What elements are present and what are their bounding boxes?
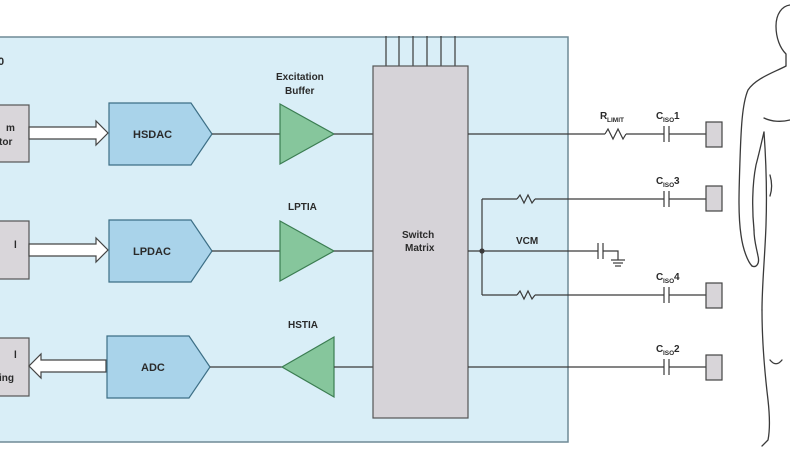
switch-matrix-label-1: Switch — [402, 230, 434, 241]
electrode-1 — [705, 121, 723, 148]
svg-text:C: C — [656, 176, 663, 187]
lptia-label: LPTIA — [288, 202, 317, 213]
hsdac-label: HSDAC — [133, 129, 172, 141]
lptia-amp: LPTIA — [279, 202, 336, 283]
svg-text:3: 3 — [674, 176, 680, 187]
electrode-2 — [705, 354, 723, 381]
adc-label: ADC — [141, 362, 165, 374]
left-block-2-line1: l — [14, 240, 17, 251]
lpdac-block: LPDAC — [108, 219, 213, 283]
c-iso-2-label: C ISO 2 — [656, 344, 680, 357]
adc-block: ADC — [106, 335, 211, 399]
hstia-label: HSTIA — [288, 320, 318, 331]
left-block-1-line1: m — [6, 123, 15, 134]
left-block-3-line1: l — [14, 350, 17, 361]
r-limit-label: R LIMIT — [600, 111, 624, 124]
svg-text:ISO: ISO — [663, 182, 674, 189]
left-block-middle: l — [0, 220, 30, 280]
svg-text:C: C — [656, 272, 663, 283]
excitation-buffer-amp: Excitation Buffer — [276, 72, 336, 166]
electrode-4 — [705, 282, 723, 309]
svg-text:ISO: ISO — [663, 278, 674, 285]
c-iso-3-label: C ISO 3 — [656, 176, 680, 189]
svg-text:C: C — [656, 111, 663, 122]
svg-text:C: C — [656, 344, 663, 355]
svg-text:2: 2 — [674, 344, 680, 355]
left-block-1-line2: tor — [0, 137, 12, 148]
svg-text:1: 1 — [674, 111, 680, 122]
hsdac-block: HSDAC — [108, 102, 213, 166]
svg-text:R: R — [600, 111, 608, 122]
arrow-to-lpdac — [28, 236, 109, 264]
arrow-to-hsdac — [28, 119, 109, 147]
excitation-buffer-label-1: Excitation — [276, 72, 324, 83]
svg-text:4: 4 — [674, 272, 680, 283]
svg-text:LIMIT: LIMIT — [607, 117, 624, 124]
switch-matrix: Switch Matrix — [372, 65, 469, 419]
arrow-from-adc — [28, 352, 107, 380]
left-block-3-line2: ing — [0, 373, 14, 384]
excitation-buffer-label-2: Buffer — [285, 86, 315, 97]
switch-matrix-label-2: Matrix — [405, 243, 435, 254]
svg-text:ISO: ISO — [663, 117, 674, 124]
left-block-processing: l ing — [0, 337, 30, 397]
svg-text:ISO: ISO — [663, 350, 674, 357]
c-iso-1-label: C ISO 1 — [656, 111, 680, 124]
junction-dot — [479, 248, 485, 254]
left-block-waveform-generator: m tor — [0, 104, 30, 163]
electrode-3 — [705, 185, 723, 212]
human-body-outline-icon — [738, 4, 790, 447]
lpdac-label: LPDAC — [133, 246, 171, 258]
switch-matrix-pins — [385, 36, 456, 66]
chip-edge-label: 0 — [0, 56, 4, 68]
right-wiring — [468, 126, 706, 375]
vcm-label: VCM — [516, 236, 538, 247]
c-iso-4-label: C ISO 4 — [656, 272, 680, 285]
